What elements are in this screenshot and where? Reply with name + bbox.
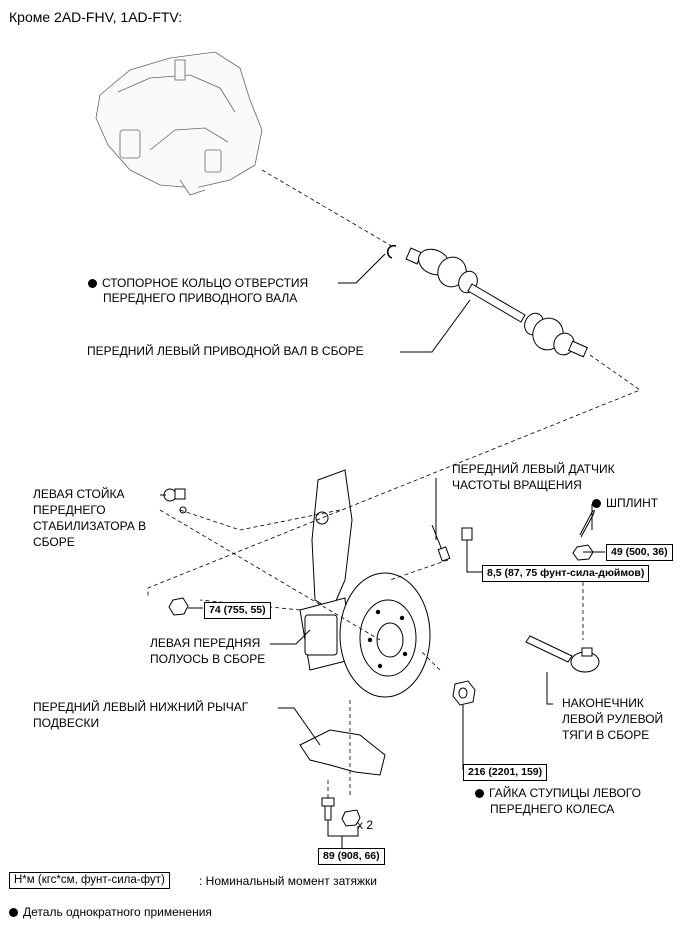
tie-rod-end bbox=[525, 635, 600, 673]
label-lower-arm: ПЕРЕДНИЙ ЛЕВЫЙ НИЖНИЙ РЫЧАГ bbox=[33, 700, 249, 714]
torque-tie-rod-nut: 49 (500, 36) bbox=[606, 544, 673, 561]
label-snap-ring: СТОПОРНОЕ КОЛЬЦО ОТВЕРСТИЯ bbox=[88, 276, 308, 291]
legend-unit-text: : Номинальный момент затяжки bbox=[199, 874, 377, 888]
label-drive-shaft: ПЕРЕДНИЙ ЛЕВЫЙ ПРИВОДНОЙ ВАЛ В СБОРЕ bbox=[87, 344, 364, 358]
label-tie-rod-2: ЛЕВОЙ РУЛЕВОЙ bbox=[562, 712, 664, 726]
label-stabilizer-4: СБОРЕ bbox=[33, 535, 75, 549]
page-title: Кроме 2AD-FHV, 1AD-FTV: bbox=[9, 9, 183, 25]
non-reusable-dot bbox=[592, 499, 601, 508]
torque-sensor: 8,5 (87, 75 фунт-сила-дюймов) bbox=[482, 565, 650, 582]
lower-arm-bolts bbox=[321, 797, 361, 827]
label-speed-sensor-2: ЧАСТОТЫ ВРАЩЕНИЯ bbox=[452, 478, 582, 492]
label-times-two: x 2 bbox=[357, 818, 374, 832]
stabilizer-nut bbox=[168, 597, 189, 616]
hub-nut bbox=[452, 680, 476, 706]
label-stabilizer-2: ПЕРЕДНЕГО bbox=[33, 503, 106, 517]
torque-lower-arm-bolts: 89 (908, 66) bbox=[318, 848, 385, 865]
snap-ring bbox=[386, 244, 397, 259]
label-hub-nut: ГАЙКА СТУПИЦЫ ЛЕВОГО bbox=[475, 786, 641, 801]
torque-stabilizer-nut: 74 (755, 55) bbox=[204, 602, 271, 619]
label-speed-sensor: ПЕРЕДНИЙ ЛЕВЫЙ ДАТЧИК bbox=[452, 462, 615, 476]
legend-non-reusable: Деталь однократного применения bbox=[9, 905, 212, 920]
non-reusable-dot bbox=[475, 789, 484, 798]
transaxle-housing bbox=[95, 51, 263, 196]
label-lower-arm-2: ПОДВЕСКИ bbox=[33, 716, 100, 730]
label-axle-2: ПОЛУОСЬ В СБОРЕ bbox=[150, 652, 266, 666]
label-axle: ЛЕВАЯ ПЕРЕДНЯЯ bbox=[150, 636, 261, 650]
drive-shaft bbox=[405, 247, 589, 358]
legend-unit-box: Н*м (кгс*см, фунт-сила-фут) bbox=[9, 872, 170, 889]
label-snap-ring-2: ПЕРЕДНЕГО ПРИВОДНОГО ВАЛА bbox=[103, 291, 298, 305]
non-reusable-dot bbox=[9, 908, 18, 917]
brake-disc-hub bbox=[339, 572, 431, 698]
lower-arm bbox=[299, 729, 386, 776]
label-tie-rod-3: ТЯГИ В СБОРЕ bbox=[562, 728, 650, 742]
label-cotter-pin: ШПЛИНТ bbox=[592, 496, 658, 511]
label-stabilizer: ЛЕВАЯ СТОЙКА bbox=[33, 487, 125, 501]
speed-sensor bbox=[431, 524, 473, 562]
label-stabilizer-3: СТАБИЛИЗАТОРА В bbox=[33, 519, 147, 533]
label-tie-rod: НАКОНЕЧНИК bbox=[562, 696, 644, 710]
stabilizer-link bbox=[163, 488, 187, 514]
non-reusable-dot bbox=[88, 279, 97, 288]
label-hub-nut-2: ПЕРЕДНЕГО КОЛЕСА bbox=[490, 802, 615, 816]
torque-hub-nut: 216 (2201, 159) bbox=[463, 764, 548, 781]
